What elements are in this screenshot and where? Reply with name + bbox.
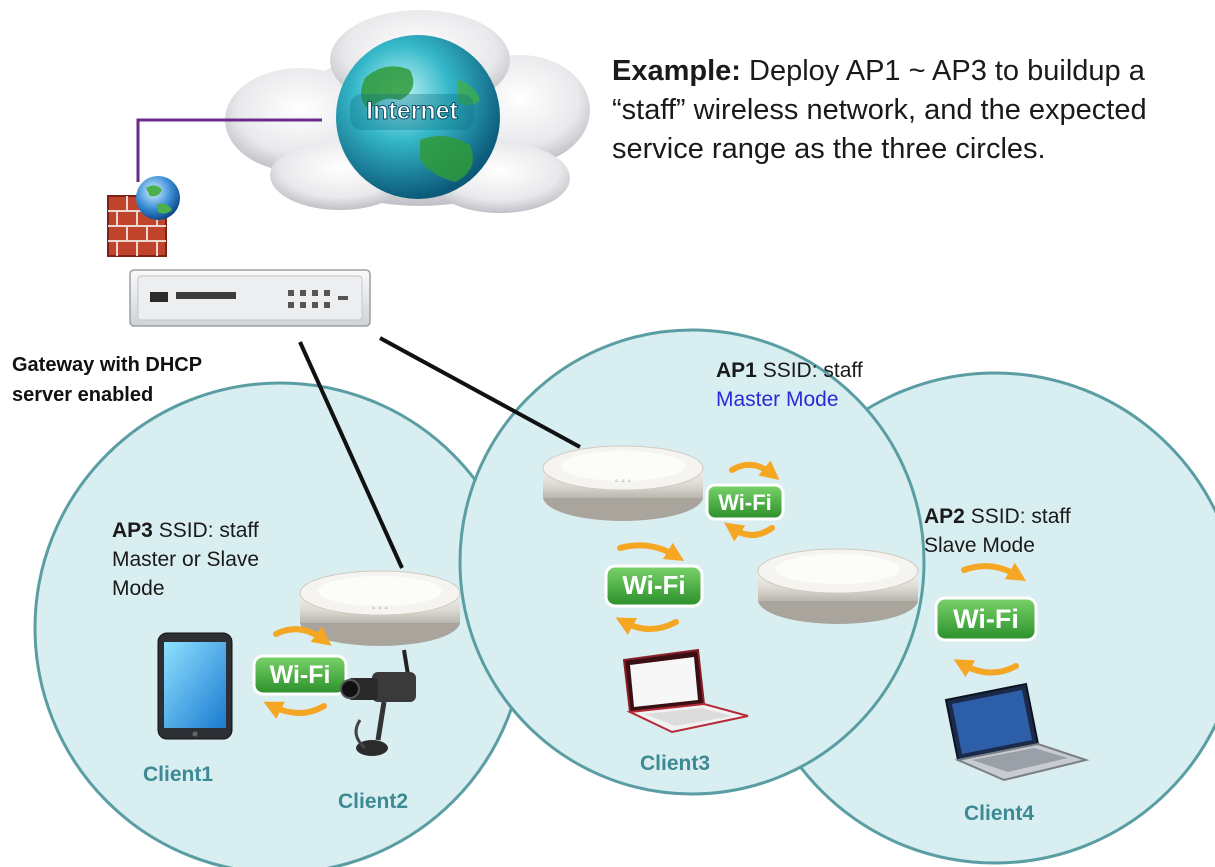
ap3-mode-line2: Mode (112, 577, 165, 600)
access-point-icon (757, 548, 919, 624)
example-text: Deploy AP1 ~ AP3 to buildup a “staff” wi… (612, 55, 1147, 165)
ap1-ssid: SSID: staff (756, 359, 863, 382)
example-description: Example: Deploy AP1 ~ AP3 to buildup a “… (612, 52, 1212, 169)
svg-text:◦ ◦ ◦: ◦ ◦ ◦ (615, 476, 631, 487)
wireless-arrows (263, 460, 1027, 719)
wifi-badge-label: Wi-Fi (270, 661, 331, 689)
example-label: Example: (612, 55, 741, 87)
internet-link (136, 118, 322, 182)
ap1-label: AP1 SSID: staff Master Mode (716, 356, 863, 414)
wifi-badge-icon: Wi-Fi (934, 596, 1038, 642)
svg-text:◦ ◦ ◦: ◦ ◦ ◦ (372, 603, 388, 614)
ap2-name: AP2 (924, 505, 965, 528)
client4-label: Client4 (964, 802, 1035, 825)
wifi-badge-label: Wi-Fi (622, 570, 685, 600)
cable-gateway-ap1 (379, 336, 581, 449)
access-point-icon: ◦ ◦ ◦ (542, 445, 704, 521)
ip-camera-icon (340, 649, 416, 756)
client1-label: Client1 (143, 763, 214, 786)
ap1-name: AP1 (716, 359, 757, 382)
ap2-mode: Slave Mode (924, 534, 1035, 557)
wifi-badge-icon: Wi-Fi (604, 564, 704, 608)
small-globe-icon (136, 176, 180, 220)
gateway-label-line2: server enabled (12, 384, 154, 406)
laptop-icon (944, 682, 1090, 782)
ap2-label: AP2 SSID: staff Slave Mode (924, 502, 1071, 560)
ap3-name: AP3 (112, 519, 153, 542)
wifi-badge-icon: Wi-Fi (705, 483, 785, 521)
tablet-icon (157, 632, 233, 740)
ap1-mode: Master Mode (716, 388, 839, 411)
wifi-badge-label: Wi-Fi (718, 490, 772, 515)
wifi-badge-label: Wi-Fi (953, 604, 1019, 634)
client3-label: Client3 (640, 752, 711, 775)
netbook-icon (622, 648, 749, 734)
ap3-mode-line1: Master or Slave (112, 548, 260, 571)
wifi-badge-icon: Wi-Fi (252, 654, 348, 696)
ap2-ssid: SSID: staff (964, 505, 1071, 528)
access-point-icon: ◦ ◦ ◦ (299, 570, 461, 646)
gateway-label: Gateway with DHCP server enabled (12, 350, 202, 410)
cable-gateway-ap3 (298, 341, 404, 569)
ap3-label: AP3 SSID: staff Master or Slave Mode (112, 516, 322, 603)
client2-label: Client2 (338, 790, 409, 813)
internet-label: Internet (366, 97, 458, 125)
globe-icon (336, 35, 500, 199)
gateway-label-line1: Gateway with DHCP (12, 354, 203, 376)
coverage-circles (33, 328, 1215, 867)
gateway-router-icon (129, 269, 371, 327)
ap3-ssid: SSID: staff (152, 519, 259, 542)
